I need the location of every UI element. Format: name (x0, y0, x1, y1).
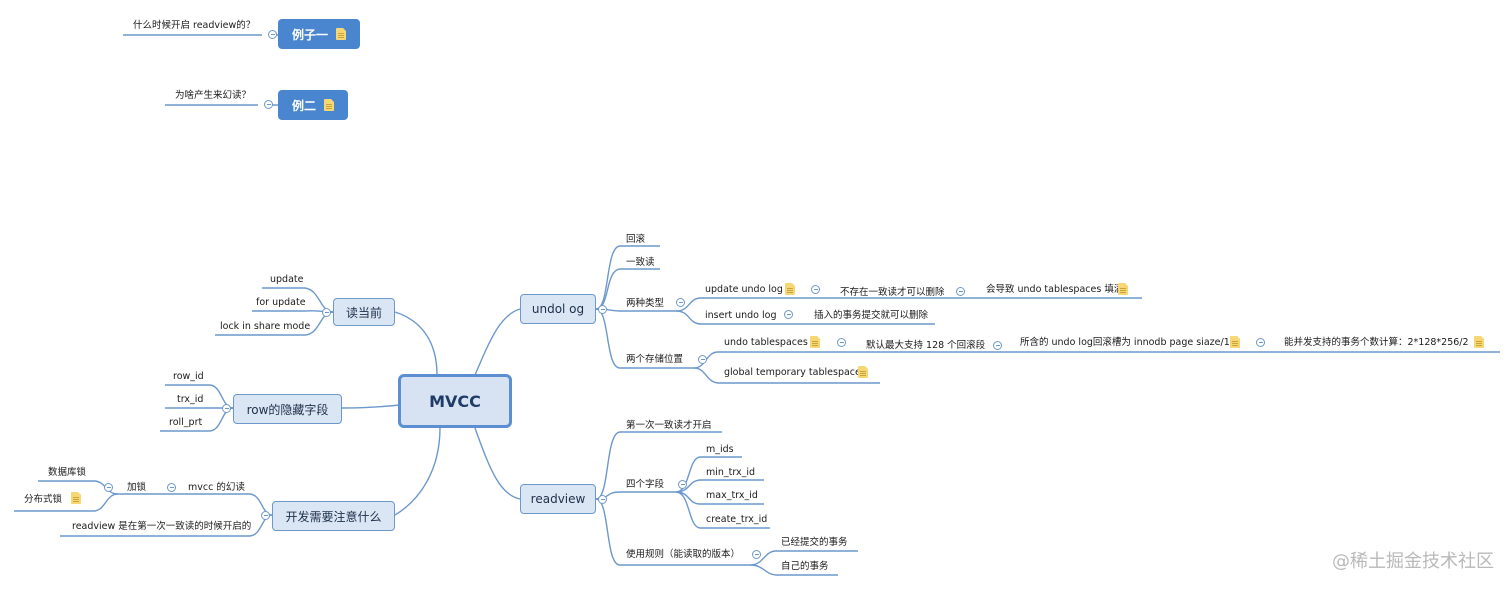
dev-notes-node[interactable]: 开发需要注意什么 (272, 501, 395, 531)
readview-field: min_trx_id (706, 467, 756, 478)
example2-node[interactable]: 例二 (278, 90, 348, 120)
collapse-toggle-icon[interactable] (167, 483, 176, 492)
consistent-read-label: 一致读 (626, 257, 655, 268)
note-icon[interactable] (1474, 336, 1484, 348)
update-undo-label: update undo log (705, 284, 783, 295)
collapse-toggle-icon[interactable] (222, 404, 231, 413)
note-icon[interactable] (324, 99, 334, 111)
hidden-fields-node[interactable]: row的隐藏字段 (233, 394, 342, 424)
undo-ts-child: 默认最大支持 128 个回滚段 (866, 340, 986, 351)
undo-ts-great: 能并发支持的事务个数计算：2*128*256/2 (1284, 337, 1469, 348)
readview-node[interactable]: readview (520, 484, 596, 514)
readview-field: max_trx_id (706, 490, 758, 501)
dist-lock-label: 分布式锁 (24, 494, 63, 505)
insert-undo-child: 插入的事务提交就可以删除 (814, 310, 929, 321)
collapse-toggle-icon[interactable] (261, 511, 270, 520)
read-current-item: for update (256, 297, 306, 308)
phantom-read-label: mvcc 的幻读 (188, 482, 245, 493)
example1-node[interactable]: 例子一 (278, 19, 360, 49)
example2-title: 例二 (291, 98, 316, 113)
collapse-toggle-icon[interactable] (676, 298, 685, 307)
undo-tablespaces-label: undo tablespaces (724, 337, 808, 348)
readview-first-label: 第一次一致读才开启 (626, 420, 712, 431)
insert-undo-label: insert undo log (705, 310, 777, 321)
hidden-field-item: row_id (173, 371, 204, 382)
collapse-toggle-icon[interactable] (678, 480, 687, 489)
update-undo-child: 不存在一致读才可以删除 (840, 287, 945, 298)
db-lock-label: 数据库锁 (48, 467, 87, 478)
two-locations-label: 两个存储位置 (626, 354, 684, 365)
update-undo-grandchild: 会导致 undo tablespaces 填满 (986, 284, 1124, 295)
note-icon[interactable] (1230, 336, 1240, 348)
collapse-toggle-icon[interactable] (993, 341, 1002, 350)
readview-note-label: readview 是在第一次一致读的时候开启的 (72, 521, 252, 532)
undo-ts-grandchild: 所含的 undo log回滚槽为 innodb page siaze/16 (1020, 337, 1236, 348)
collapse-toggle-icon[interactable] (104, 483, 113, 492)
rollback-label: 回滚 (626, 234, 646, 245)
collapse-toggle-icon[interactable] (598, 495, 607, 504)
read-current-node[interactable]: 读当前 (333, 298, 395, 326)
readview-field: create_trx_id (706, 514, 768, 525)
collapse-toggle-icon[interactable] (752, 550, 761, 559)
rule-item: 自己的事务 (781, 561, 829, 572)
collapse-toggle-icon[interactable] (268, 30, 277, 39)
central-topic[interactable]: MVCC (398, 374, 512, 428)
example2-question: 为啥产生来幻读？ (175, 90, 252, 101)
note-icon[interactable] (858, 366, 868, 378)
read-current-item: update (270, 274, 304, 285)
readview-field: m_ids (706, 444, 734, 455)
lock-label: 加锁 (127, 482, 147, 493)
global-temp-label: global temporary tablespace (724, 367, 861, 378)
collapse-toggle-icon[interactable] (956, 287, 965, 296)
note-icon[interactable] (785, 283, 795, 295)
undo-log-node[interactable]: undol og (520, 294, 596, 324)
four-fields-label: 四个字段 (626, 479, 665, 490)
watermark: @稀土掘金技术社区 (1332, 551, 1494, 572)
two-types-label: 两种类型 (626, 298, 665, 309)
collapse-toggle-icon[interactable] (698, 355, 707, 364)
example1-question: 什么时候开启 readview的？ (133, 20, 256, 31)
collapse-toggle-icon[interactable] (811, 285, 820, 294)
collapse-toggle-icon[interactable] (1256, 338, 1265, 347)
rule-item: 已经提交的事务 (781, 537, 848, 548)
hidden-field-item: roll_prt (169, 417, 203, 428)
collapse-toggle-icon[interactable] (784, 310, 793, 319)
hidden-field-item: trx_id (177, 394, 204, 405)
collapse-toggle-icon[interactable] (837, 338, 846, 347)
note-icon[interactable] (810, 336, 820, 348)
note-icon[interactable] (71, 492, 81, 504)
rules-label: 使用规则（能读取的版本） (626, 549, 741, 560)
note-icon[interactable] (336, 28, 346, 40)
example1-title: 例子一 (291, 27, 328, 42)
read-current-item: lock in share mode (220, 321, 311, 332)
collapse-toggle-icon[interactable] (322, 308, 331, 317)
note-icon[interactable] (1118, 283, 1128, 295)
collapse-toggle-icon[interactable] (598, 305, 607, 314)
collapse-toggle-icon[interactable] (264, 100, 273, 109)
